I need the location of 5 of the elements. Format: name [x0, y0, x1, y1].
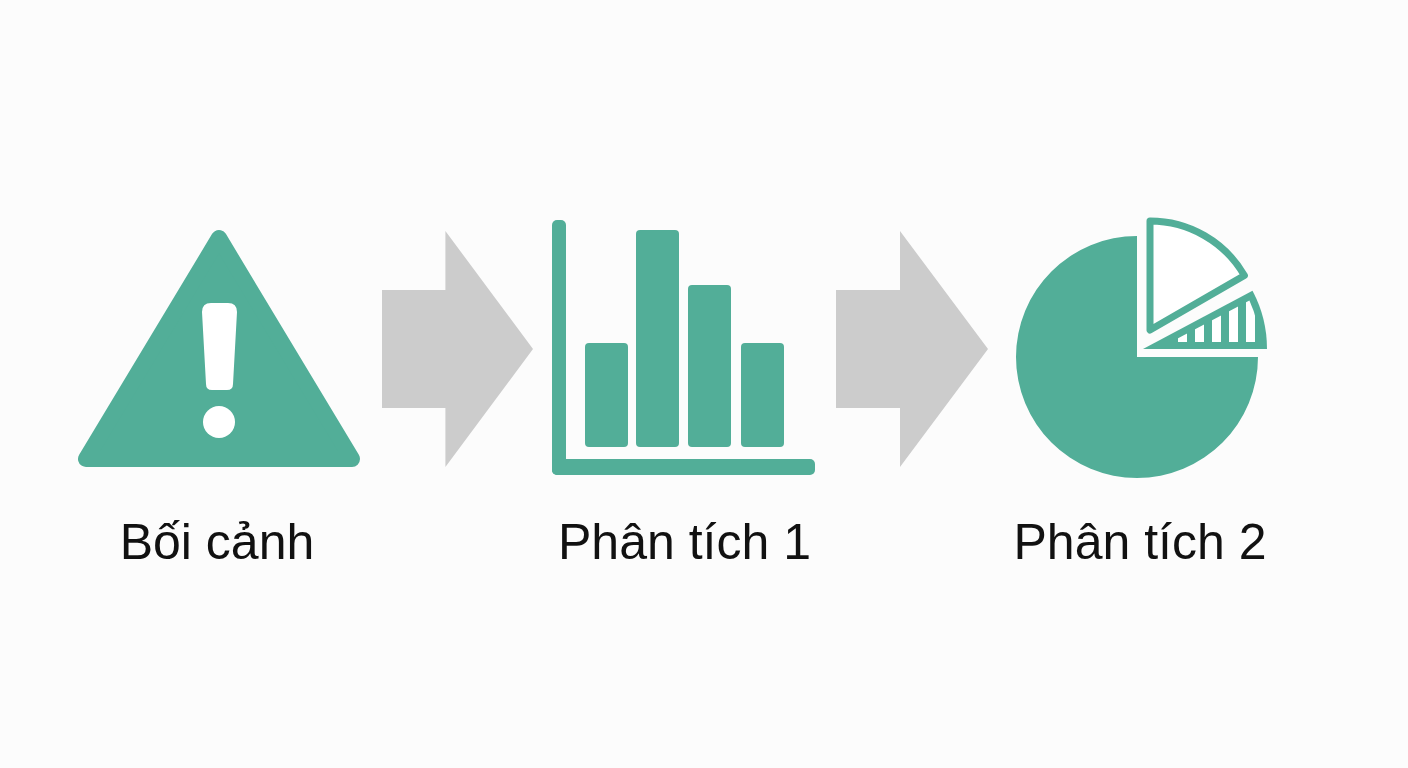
node-label: Phân tích 1 — [558, 513, 811, 572]
node-label: Phân tích 2 — [1013, 513, 1267, 572]
block-arrow — [382, 231, 533, 467]
node-label: Bối cảnh — [119, 513, 315, 572]
block-arrow — [836, 231, 988, 467]
